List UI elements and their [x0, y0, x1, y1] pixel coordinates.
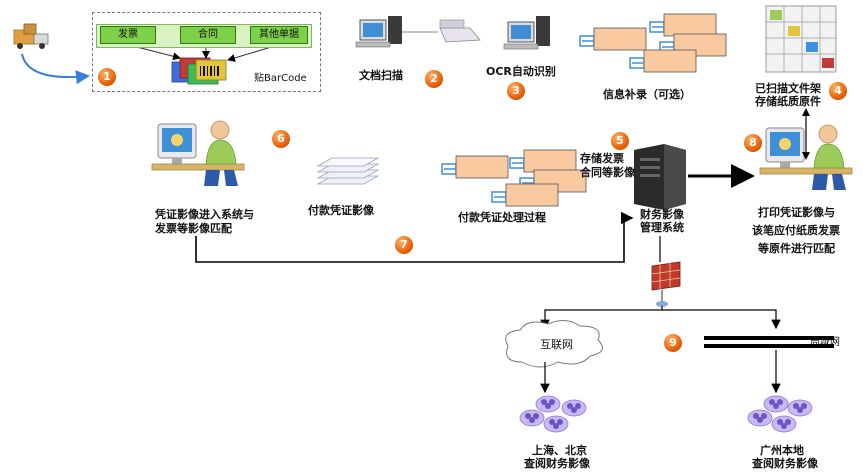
step-badge-2: 2 — [425, 70, 443, 88]
match-in-label-line2: 发票等影像匹配 — [155, 222, 232, 235]
step-badge-4: 4 — [829, 82, 847, 100]
scanner-computer-icon — [355, 16, 481, 48]
scan-label: 文档扫描 — [359, 69, 403, 82]
voucher-stack-icon — [316, 157, 380, 185]
remote-users-network-icon — [519, 395, 587, 433]
remote-users-label-line1: 上海、北京 — [532, 444, 587, 457]
print-match-label-line3: 等原件进行匹配 — [758, 242, 835, 255]
local-users-network-icon — [747, 395, 813, 433]
invoice-tag: 发票 — [100, 26, 156, 44]
remote-users-label-line2: 查阅财务影像 — [524, 457, 590, 470]
staff-match-icon — [151, 120, 245, 187]
ocr-label: OCR自动识别 — [486, 65, 556, 78]
ocr-computer-icon — [503, 16, 550, 50]
other-docs-tag: 其他单据 — [250, 26, 308, 44]
archive-shelf-icon — [765, 5, 837, 73]
barcode-docs-icon — [171, 57, 227, 85]
match-in-label-line1: 凭证影像进入系统与 — [155, 208, 254, 221]
print-match-label-line2: 该笔应付纸质发票 — [752, 224, 840, 237]
lan-label: 局域网 — [810, 337, 840, 348]
step-badge-3: 3 — [507, 82, 525, 100]
delivery-arrow — [21, 53, 90, 85]
firewall-icon — [651, 261, 681, 307]
local-users-label-line2: 查阅财务影像 — [752, 457, 818, 470]
voucher-process-forms-icon — [441, 149, 587, 207]
store-label-line2: 合同等影像 — [580, 166, 635, 179]
lan-bus-icon — [704, 336, 834, 348]
barcode-label: 贴BarCode — [254, 73, 307, 84]
internet-label: 互联网 — [540, 338, 573, 351]
step-badge-9: 9 — [664, 334, 682, 352]
contract-tag: 合同 — [180, 26, 236, 44]
supplement-label: 信息补录（可选） — [603, 88, 691, 101]
print-match-label-line1: 打印凭证影像与 — [758, 206, 835, 219]
cloud-icon — [505, 320, 603, 368]
archive-label-line1: 已扫描文件架 — [755, 82, 821, 95]
step-badge-1: 1 — [98, 68, 116, 86]
voucher-process-label: 付款凭证处理过程 — [458, 211, 546, 224]
step-badge-5: 5 — [611, 132, 629, 150]
archive-label-line2: 存储纸质原件 — [755, 95, 821, 108]
truck-icon — [13, 23, 49, 49]
step-badge-8: 8 — [744, 134, 762, 152]
voucher-image-label: 付款凭证影像 — [308, 204, 374, 217]
store-label-line1: 存储发票 — [580, 152, 624, 165]
supplement-forms-icon — [579, 13, 727, 73]
server-label-line2: 管理系统 — [640, 221, 684, 234]
local-users-label-line1: 广州本地 — [760, 444, 804, 457]
server-label-line1: 财务影像 — [640, 208, 684, 221]
step-badge-7: 7 — [395, 236, 413, 254]
step-badge-6: 6 — [272, 130, 290, 148]
server-icon — [634, 144, 686, 210]
document-collection-box — [92, 12, 321, 92]
